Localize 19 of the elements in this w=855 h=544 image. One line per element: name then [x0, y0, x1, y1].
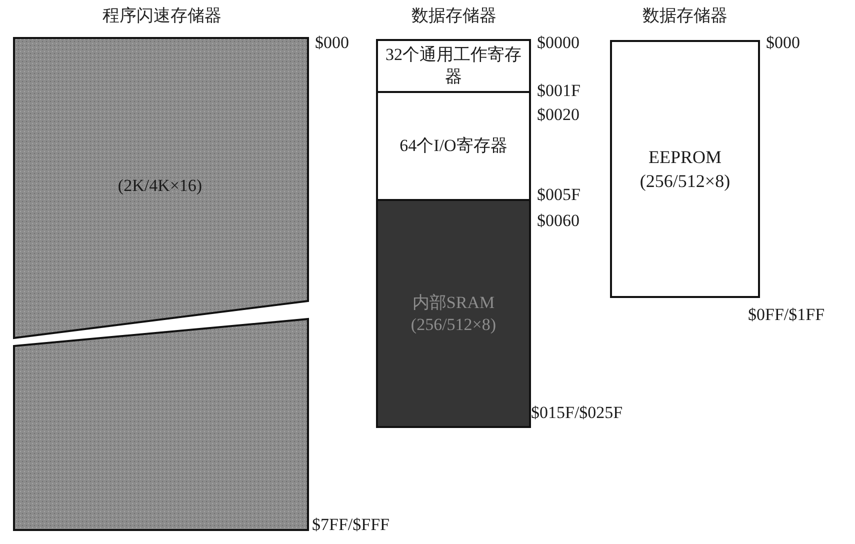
- memory-heading: 程序闪速存储器: [102, 5, 222, 27]
- address-label: $001F: [537, 81, 580, 101]
- address-label: $000: [766, 33, 800, 53]
- memory-size-label: (2K/4K×16): [118, 175, 202, 197]
- address-label: $0FF/$1FF: [748, 305, 825, 325]
- address-label: $0020: [537, 105, 580, 125]
- address-label: $000: [315, 33, 349, 53]
- address-label: $005F: [537, 185, 580, 205]
- address-label: $7FF/$FFF: [312, 515, 390, 535]
- address-label: $0000: [537, 33, 580, 53]
- section-label: 内部SRAM (256/512×8): [410, 292, 498, 336]
- address-label: $015F/$025F: [531, 403, 623, 423]
- memory-heading: 数据存储器: [412, 5, 496, 27]
- memory-heading: 数据存储器: [642, 5, 728, 27]
- sram-section: [378, 201, 529, 426]
- eeprom-label: EEPROM (256/512×8): [638, 146, 732, 193]
- section-label: 64个I/O寄存器: [400, 135, 508, 157]
- address-label: $0060: [537, 211, 580, 231]
- section-label: 32个通用工作寄存器: [384, 44, 522, 88]
